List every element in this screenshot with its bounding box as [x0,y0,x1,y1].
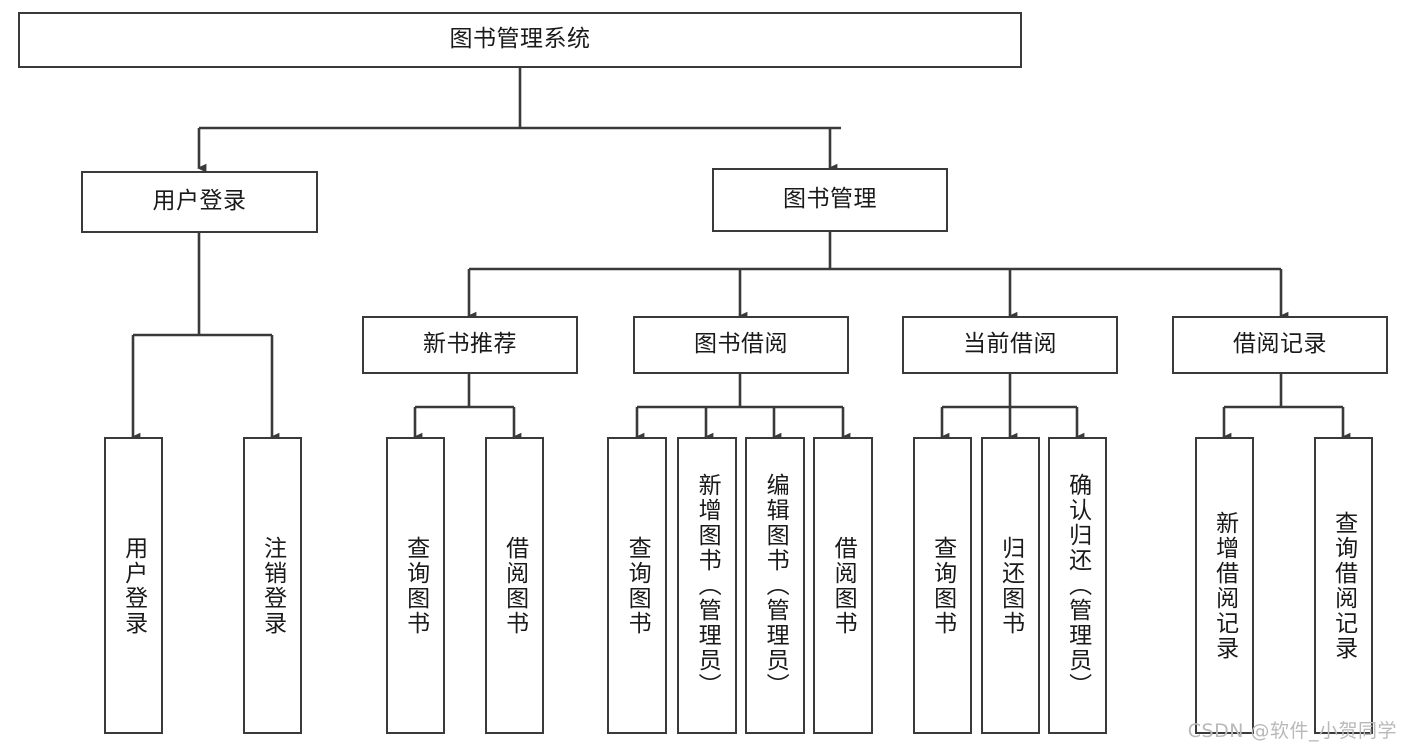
node-borrow-record-label: 借阅记录 [1233,331,1327,358]
node-leaf-query-record-label: 查询借阅记录 [1330,510,1357,661]
node-current-borrow-label: 当前借阅 [963,331,1057,358]
node-leaf-query-book-2-label: 查询图书 [624,535,651,636]
node-leaf-borrow-book-1-label: 借阅图书 [501,535,528,636]
node-leaf-user-login[interactable]: 用户登录 [104,437,163,734]
node-leaf-query-record[interactable]: 查询借阅记录 [1314,437,1373,734]
node-leaf-borrow-book-1[interactable]: 借阅图书 [485,437,544,734]
node-book-management-label: 图书管理 [783,186,877,213]
node-book-borrow[interactable]: 图书借阅 [633,316,849,374]
node-leaf-query-book-2[interactable]: 查询图书 [607,437,667,734]
node-leaf-query-book-3-label: 查询图书 [929,535,956,636]
node-leaf-user-login-label: 用户登录 [120,535,147,636]
node-leaf-query-book-3[interactable]: 查询图书 [913,437,972,734]
node-book-borrow-label: 图书借阅 [694,331,788,358]
node-leaf-borrow-book-2-label: 借阅图书 [830,535,857,636]
node-root-label: 图书管理系统 [449,26,591,53]
node-leaf-edit-book[interactable]: 编辑图书（管理员） [745,437,805,734]
node-current-borrow[interactable]: 当前借阅 [902,316,1118,374]
node-leaf-confirm-return-label: 确认归还（管理员） [1064,473,1091,698]
node-new-book-recommend-label: 新书推荐 [423,331,517,358]
node-leaf-add-record-label: 新增借阅记录 [1211,510,1238,661]
node-leaf-logout-login[interactable]: 注销登录 [243,437,302,734]
node-book-management[interactable]: 图书管理 [712,168,948,232]
node-user-login-label: 用户登录 [152,188,247,215]
node-leaf-confirm-return[interactable]: 确认归还（管理员） [1048,437,1107,734]
node-borrow-record[interactable]: 借阅记录 [1172,316,1388,374]
node-leaf-query-book-1[interactable]: 查询图书 [386,437,445,734]
csdn-watermark: CSDN @软件_小贺同学 [1187,720,1397,742]
node-user-login[interactable]: 用户登录 [81,171,318,233]
node-leaf-query-book-1-label: 查询图书 [402,535,429,636]
node-leaf-return-book-label: 归还图书 [997,535,1024,636]
node-root[interactable]: 图书管理系统 [18,12,1022,68]
node-leaf-add-book-label: 新增图书（管理员） [694,473,721,698]
node-leaf-borrow-book-2[interactable]: 借阅图书 [813,437,873,734]
node-new-book-recommend[interactable]: 新书推荐 [362,316,578,374]
node-leaf-add-record[interactable]: 新增借阅记录 [1195,437,1254,734]
node-leaf-logout-login-label: 注销登录 [259,535,286,636]
node-leaf-add-book[interactable]: 新增图书（管理员） [677,437,737,734]
node-leaf-return-book[interactable]: 归还图书 [981,437,1040,734]
node-leaf-edit-book-label: 编辑图书（管理员） [762,473,789,698]
